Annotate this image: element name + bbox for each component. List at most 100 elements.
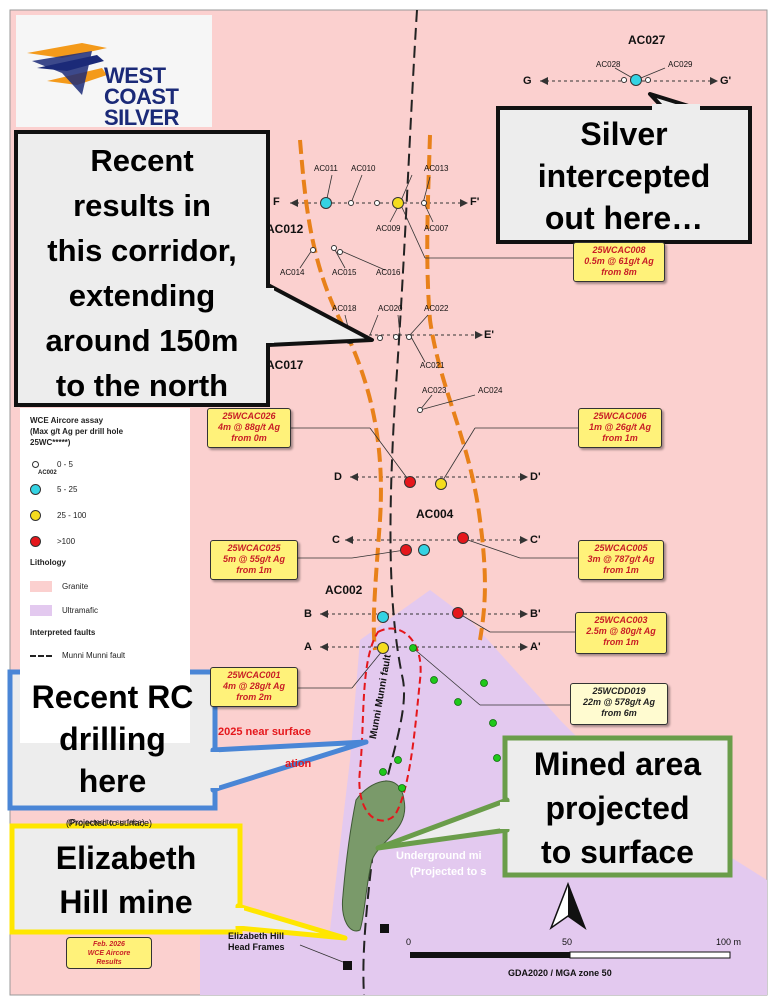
rc-holes (379, 644, 501, 792)
head-frame-leader (299, 944, 344, 963)
granite-swatch-icon (30, 581, 52, 592)
label-ac018: AC018 (332, 304, 357, 313)
legend-dot-yellow-icon (30, 510, 41, 521)
legend-stope-projected: (Projected to surface) (66, 818, 153, 828)
recent-results-callout: Recent results in this corridor, extendi… (45, 143, 239, 403)
drill-hole-ac004 (418, 544, 430, 556)
drill-hole-ac014 (310, 247, 316, 253)
head-frame-marker-1 (380, 924, 389, 933)
label-ac010: AC010 (351, 164, 376, 173)
section-d-left: D (334, 471, 342, 483)
ultramafic-swatch-icon (30, 605, 52, 616)
label-ac014: AC014 (280, 268, 305, 277)
underground-label-2: (Projected to s (410, 866, 487, 878)
label-ac020: AC020 (378, 304, 403, 313)
legend-grade-2: 25 - 100 (30, 510, 86, 521)
legend-munni-fault: Munni Munni fault (30, 651, 125, 660)
label-ac016: AC016 (376, 268, 401, 277)
label-ac024: AC024 (478, 386, 503, 395)
label-ac017: AC017 (266, 358, 304, 372)
section-c-right: C' (530, 534, 541, 546)
logo-mark-icon (27, 43, 107, 95)
drill-hole-ac005 (457, 532, 469, 544)
drill-hole-ac023 (417, 407, 423, 413)
label-ac011: AC011 (314, 164, 338, 173)
headframes-line1: Elizabeth Hill (228, 931, 285, 941)
mined-area-callout: Mined area projected to surface (533, 746, 702, 870)
drill-hole-ac009 (392, 197, 404, 209)
section-e-right: E' (484, 329, 494, 341)
legend-example-hole: AC002 (38, 470, 57, 476)
label-ac027: AC027 (628, 33, 666, 47)
legend-title-2: (Max g/t Ag per drill hole (30, 427, 124, 436)
fault-trace-east (425, 134, 487, 641)
drill-hole-ac021 (406, 334, 412, 340)
scale-bar (410, 951, 731, 959)
drill-hole-ac007 (421, 200, 427, 206)
section-b-right: B' (530, 608, 541, 620)
legend-grade-1: 5 - 25 (30, 484, 77, 495)
legend-faults-title: Interpreted faults (30, 628, 96, 637)
label-ac013: AC013 (424, 164, 449, 173)
elizabeth-hill-callout-box (9, 823, 243, 935)
drill-holes (310, 74, 651, 654)
logo-word-3: SILVER (104, 105, 179, 130)
drill-hole-ac003 (452, 607, 464, 619)
label-ac007: AC007 (424, 224, 449, 233)
drill-hole-ac002 (377, 611, 389, 623)
logo-word-2: COAST (104, 84, 179, 109)
north-arrow (549, 881, 587, 931)
section-c-left: C (332, 534, 340, 546)
fault-line-swatch-icon (30, 654, 52, 657)
section-b-left: B (304, 608, 312, 620)
scale-tick-0: 0 (406, 937, 412, 947)
fault-trace-west (298, 139, 383, 651)
label-ac029: AC029 (668, 60, 693, 69)
label-ac022: AC022 (424, 304, 449, 313)
label-ac015: AC015 (332, 268, 357, 277)
drill-hole-ac010 (348, 200, 354, 206)
drill-hole-ac001 (377, 642, 389, 654)
rc-label-line1: 2025 near surface (218, 726, 311, 738)
company-logo: WEST COAST SILVER (16, 15, 212, 130)
legend-granite: Granite (30, 581, 88, 592)
headframes-line2: Head Frames (228, 942, 285, 952)
label-ac023: AC023 (422, 386, 447, 395)
drill-hole-ac015 (331, 245, 337, 251)
section-g-right: G' (720, 75, 732, 87)
leader-lines (290, 67, 666, 706)
drill-hole-ac026 (404, 476, 416, 488)
label-ac021: AC021 (420, 361, 445, 370)
munni-munni-fault (362, 9, 418, 996)
legend-dot-cyan-icon (30, 484, 41, 495)
elizabeth-hill-callout: Elizabeth Hill mine (55, 840, 197, 920)
legend-grade-0: 0 - 5 (30, 460, 73, 469)
legend-grade-3: >100 (30, 536, 75, 547)
scale-tick-100: 100 m (716, 937, 742, 947)
legend-lithology-title: Lithology (30, 558, 66, 567)
label-ac012: AC012 (266, 222, 304, 236)
section-a-right: A' (530, 641, 541, 653)
drill-hole-ac028 (621, 77, 627, 83)
drill-hole-ac006 (435, 478, 447, 490)
drill-hole-ac020 (393, 334, 399, 340)
label-ac009: AC009 (376, 224, 401, 233)
rc-drilling-outline (358, 627, 422, 822)
feb-2026-badge: Feb. 2026 WCE Aircore Results (66, 937, 152, 969)
legend: WCE Aircore assay (Max g/t Ag per drill … (20, 408, 190, 827)
label-ac002: AC002 (325, 583, 363, 597)
drill-hole-ac025 (400, 544, 412, 556)
head-frame-marker-2 (343, 961, 352, 970)
rc-drilling-callout: Recent RC drilling here (31, 679, 194, 799)
label-ac028: AC028 (596, 60, 621, 69)
drill-hole-ac016 (337, 249, 343, 255)
label-ac004: AC004 (416, 507, 454, 521)
legend-stope-text: (Projected to surface) (68, 818, 145, 827)
